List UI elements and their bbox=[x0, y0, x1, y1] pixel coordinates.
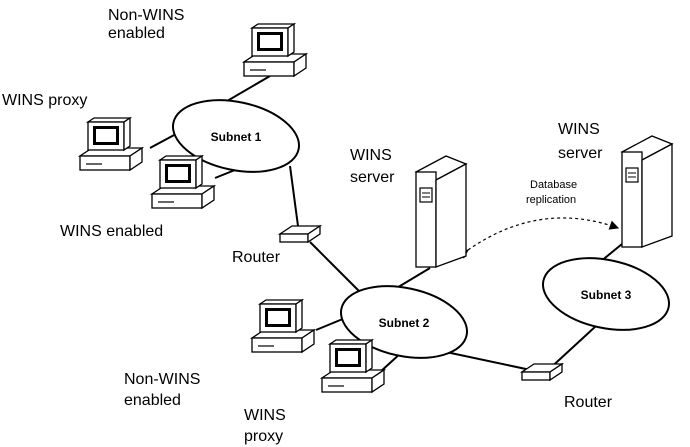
non-wins-bottom-line2: enabled bbox=[124, 392, 181, 409]
non-wins-top-line1: Non-WINS bbox=[108, 7, 184, 24]
subnet-1-label: Subnet 1 bbox=[211, 130, 262, 144]
non-wins-computer-bottom-icon bbox=[251, 299, 315, 353]
subnet-3-label: Subnet 3 bbox=[581, 288, 632, 302]
wins-proxy-bottom-line1: WINS bbox=[244, 407, 286, 424]
replication-arrow bbox=[458, 217, 620, 259]
non-wins-top-line2: enabled bbox=[108, 25, 165, 42]
wins-server-right-line2: server bbox=[558, 145, 603, 162]
router-left-icon bbox=[279, 225, 321, 243]
wins-proxy-computer-icon bbox=[79, 117, 143, 171]
subnet-3: Subnet 3 bbox=[542, 257, 670, 331]
wins-server-mid-line1: WINS bbox=[350, 147, 392, 164]
router-right-label: Router bbox=[564, 394, 613, 411]
database-replication-line2: replication bbox=[526, 194, 576, 206]
subnet-1: Subnet 1 bbox=[172, 99, 300, 173]
subnet-2-label: Subnet 2 bbox=[379, 316, 430, 330]
non-wins-bottom-line1: Non-WINS bbox=[124, 371, 200, 388]
database-replication-line1: Database bbox=[530, 179, 577, 191]
router-right-icon bbox=[521, 363, 563, 381]
wins-server-middle-icon bbox=[415, 155, 467, 268]
wins-enabled-label: WINS enabled bbox=[60, 223, 163, 240]
wins-proxy-bottom-line2: proxy bbox=[244, 428, 283, 445]
non-wins-computer-top-icon bbox=[243, 23, 307, 77]
wins-server-right-line1: WINS bbox=[558, 121, 600, 138]
wins-server-right-icon bbox=[621, 135, 673, 248]
wins-proxy-left-label: WINS proxy bbox=[2, 92, 87, 109]
wins-server-mid-line2: server bbox=[350, 169, 395, 186]
wins-enabled-computer-icon bbox=[151, 155, 215, 209]
router-left-label: Router bbox=[232, 249, 281, 266]
